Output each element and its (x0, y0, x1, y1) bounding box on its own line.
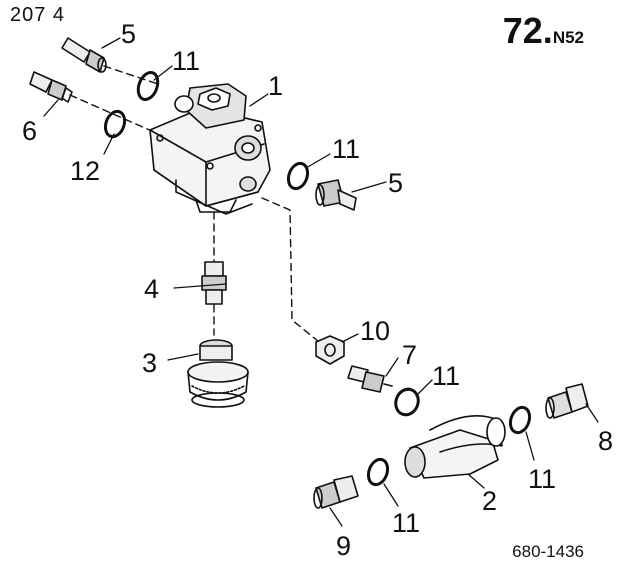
nut-bore (324, 343, 336, 357)
tee-piece-part-2 (404, 414, 506, 479)
fitting-part-6 (29, 71, 73, 103)
seal-ring-12 (103, 109, 127, 139)
pressure-switch-part-7 (347, 365, 393, 393)
page-number: 207 4 (10, 4, 66, 26)
nut-part-10 (315, 335, 345, 365)
callout-11-bottom: 11 (392, 508, 420, 538)
callout-6: 6 (22, 116, 37, 146)
cap-part-3 (187, 339, 249, 408)
seal-ring-11-bottom (366, 457, 390, 487)
callout-11-lower: 11 (528, 464, 556, 494)
seal-ring-11-lower (508, 405, 532, 435)
callout-7: 7 (402, 340, 417, 370)
assembly-axis-lines (69, 65, 325, 347)
callout-11-top: 11 (172, 46, 200, 76)
seal-ring-11-mid (394, 387, 420, 417)
fitting-part-5-right (315, 179, 357, 211)
seal-ring-11-top (136, 70, 160, 102)
callout-10: 10 (360, 316, 390, 346)
fitting-part-5-top (61, 37, 107, 73)
fitting-part-9 (313, 475, 359, 509)
group-code: 72.N52 (503, 10, 584, 52)
callout-12: 12 (70, 156, 100, 186)
connector-part-4 (201, 261, 227, 305)
callout-4: 4 (144, 274, 159, 304)
valve-body-part-1 (149, 83, 271, 215)
callout-8: 8 (598, 426, 613, 456)
callout-5-top: 5 (121, 19, 136, 49)
callout-labels: 5 11 1 6 12 11 5 4 3 10 7 11 8 11 2 11 9 (22, 19, 613, 561)
callout-2: 2 (482, 486, 497, 516)
seal-ring-11-right (286, 161, 310, 191)
callout-5-right: 5 (388, 168, 403, 198)
callout-1: 1 (268, 71, 283, 101)
callout-11-right: 11 (332, 134, 360, 164)
group-code-suffix: N52 (552, 28, 584, 47)
callout-3: 3 (142, 348, 157, 378)
fitting-part-8 (545, 383, 589, 419)
group-code-main: 72. (502, 10, 553, 51)
callout-9: 9 (336, 531, 351, 561)
callout-11-mid: 11 (432, 361, 460, 391)
diagram-reference: 680-1436 (512, 542, 584, 561)
leader-lines (43, 37, 599, 527)
